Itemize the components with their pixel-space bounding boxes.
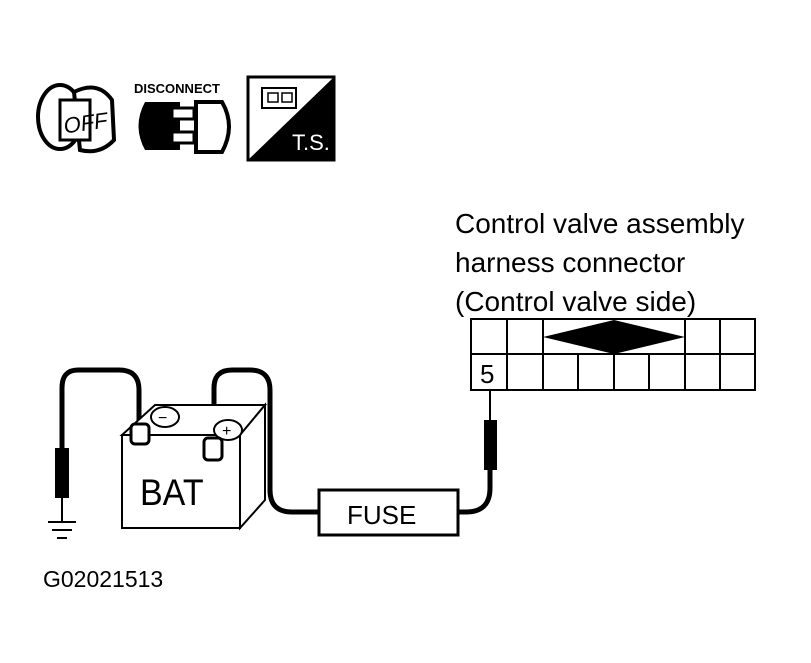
test-screen-icon: T.S. <box>246 75 336 162</box>
fuse: FUSE <box>317 488 460 537</box>
ignition-off-icon: OFF <box>36 83 117 154</box>
ts-label: T.S. <box>292 130 330 155</box>
wire-positive <box>211 367 319 515</box>
connector-title-line-3: (Control valve side) <box>455 286 697 317</box>
terminal-5-label: 5 <box>480 359 494 389</box>
wire-negative <box>59 367 142 448</box>
disconnect-icon: DISCONNECT <box>134 81 231 154</box>
probe-lead-right <box>458 390 497 515</box>
connector-latch <box>543 320 685 354</box>
fuse-label: FUSE <box>347 500 416 530</box>
battery-negative-cap <box>150 406 180 428</box>
connector-title: Control valve assembly harness connector… <box>455 204 744 321</box>
ground-probe <box>48 448 76 539</box>
harness-connector: 5 <box>470 318 756 391</box>
ground-icon <box>48 521 76 539</box>
battery-label: BAT <box>140 471 204 513</box>
positive-clamp <box>202 436 224 462</box>
battery-positive-cap <box>213 419 243 441</box>
figure-id: G02021513 <box>43 566 164 592</box>
connector-title-line-2: harness connector <box>455 247 686 278</box>
negative-symbol: − <box>158 410 167 427</box>
battery: − + BAT <box>119 402 268 531</box>
disconnect-label: DISCONNECT <box>134 81 220 96</box>
negative-clamp <box>129 422 151 446</box>
connector-title-line-1: Control valve assembly <box>455 208 745 239</box>
positive-symbol: + <box>222 423 231 440</box>
